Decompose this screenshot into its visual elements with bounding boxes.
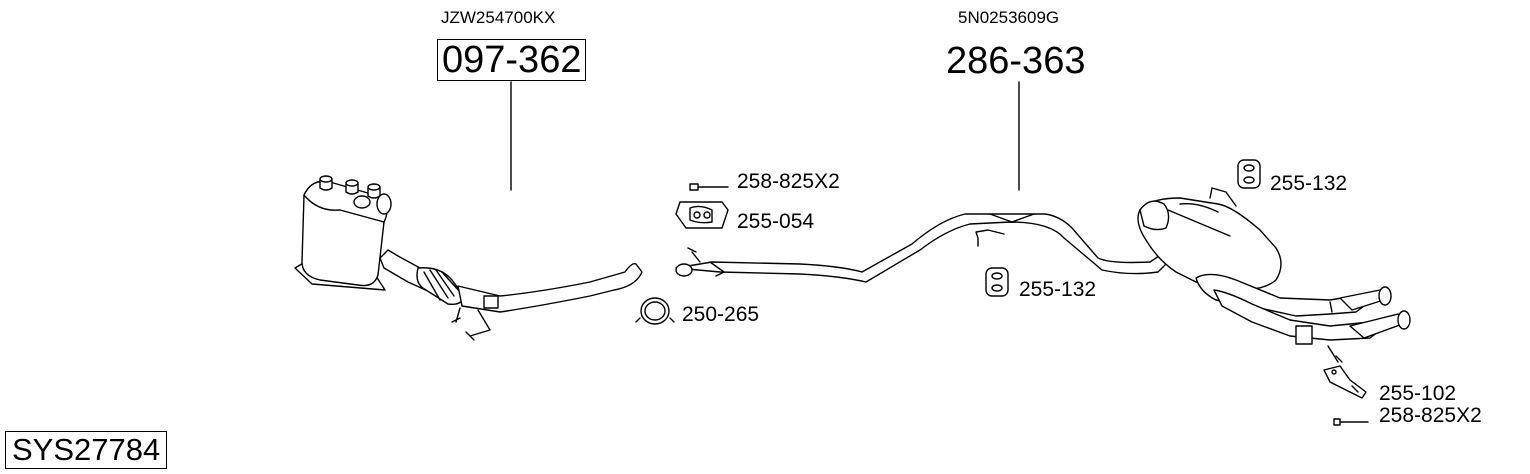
- label-bolt-rear[interactable]: 258-825X2: [1379, 404, 1482, 427]
- clamp-icon[interactable]: [635, 297, 675, 325]
- dpf-oe-number: JZW254700KX: [441, 8, 556, 27]
- silencer-oe-number: 5N0253609G: [958, 8, 1060, 27]
- diesel-particulate-filter-icon[interactable]: [294, 175, 643, 341]
- middle-pipe-icon[interactable]: [675, 213, 1171, 283]
- bolt-rear-icon[interactable]: [1333, 418, 1369, 426]
- label-bolt-front[interactable]: 258-825X2: [737, 170, 840, 193]
- rubber-mount-middle-icon[interactable]: [985, 267, 1009, 297]
- silencer-part-number[interactable]: 286-363: [946, 40, 1086, 82]
- rubber-mount-rear-icon[interactable]: [1237, 159, 1261, 189]
- rear-silencer-icon[interactable]: [1137, 187, 1411, 363]
- bolt-front-icon[interactable]: [689, 183, 729, 191]
- label-bracket-rear[interactable]: 255-102: [1379, 382, 1457, 405]
- bracket-front-icon[interactable]: [675, 201, 729, 229]
- label-rubber-middle[interactable]: 255-132: [1019, 278, 1097, 301]
- label-rubber-rear[interactable]: 255-132: [1270, 172, 1348, 195]
- label-clamp[interactable]: 250-265: [682, 303, 760, 326]
- system-code: SYS27784: [5, 431, 168, 469]
- bracket-rear-icon[interactable]: [1323, 365, 1367, 399]
- dpf-part-number[interactable]: 097-362: [437, 39, 587, 81]
- label-bracket-front[interactable]: 255-054: [737, 210, 815, 233]
